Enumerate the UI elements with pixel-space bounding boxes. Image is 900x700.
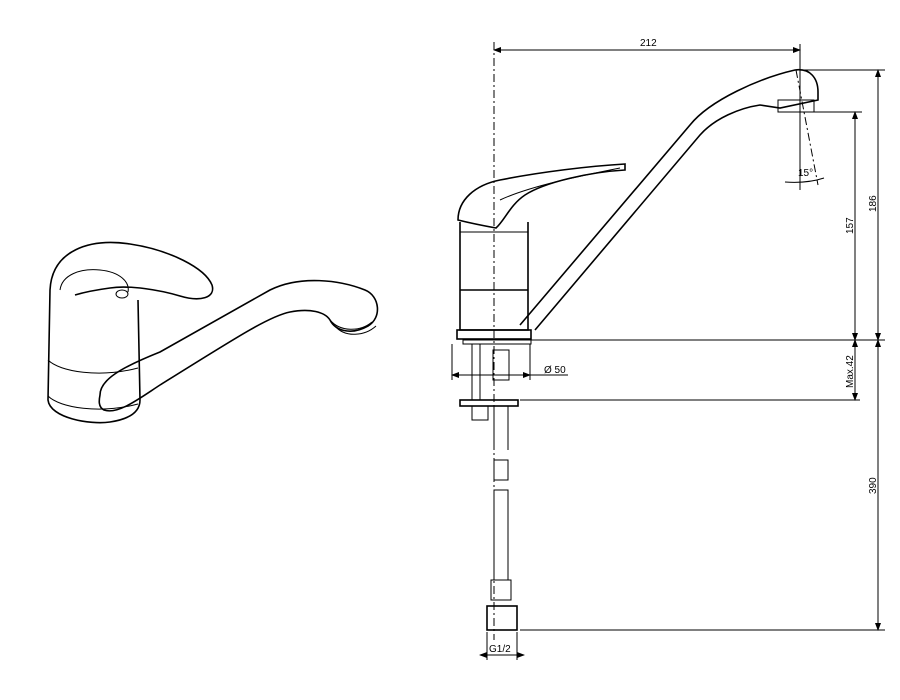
dimension-hose-length-label: 390	[868, 477, 879, 494]
dimension-hole-diameter-label: Ø 50	[544, 365, 566, 376]
dimension-outlet-height-label: 157	[845, 217, 856, 234]
dimension-total-height-label: 186	[868, 195, 879, 212]
faucet-side-elevation	[456, 42, 825, 640]
faucet-perspective-view	[47, 241, 379, 424]
dimension-lines	[451, 44, 885, 660]
dimension-max-deck-label: Max.42	[845, 355, 856, 388]
dimension-spout-angle-label: 15°	[798, 168, 813, 179]
dimension-reach-label: 212	[640, 38, 657, 49]
dimension-thread-label: G1/2	[489, 644, 511, 655]
